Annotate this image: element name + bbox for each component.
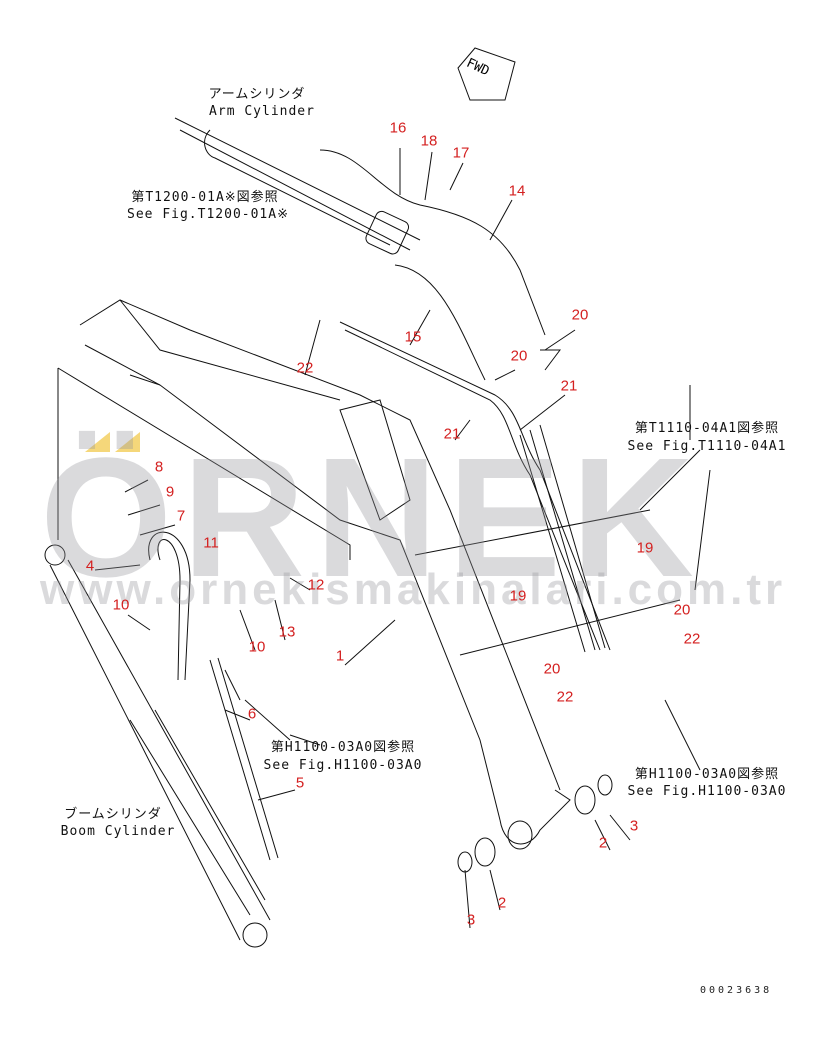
part-callout-13: 13	[278, 623, 296, 641]
part-callout-19: 19	[636, 539, 654, 557]
part-callout-9: 9	[165, 483, 175, 501]
part-callout-18: 18	[420, 132, 438, 150]
arm-cylinder	[174, 117, 421, 255]
ref-t1200-jp: 第T1200-01A※図参照	[131, 190, 279, 205]
part-callout-20: 20	[510, 347, 528, 365]
part-callout-21: 21	[560, 377, 578, 395]
part-callout-17: 17	[452, 144, 470, 162]
part-callout-11: 11	[203, 534, 219, 552]
arm-cylinder-label-jp: アームシリンダ	[208, 87, 306, 102]
part-callout-10: 10	[248, 638, 266, 656]
part-callout-20: 20	[673, 601, 691, 619]
part-callout-4: 4	[85, 557, 95, 575]
ref-h1100-left-jp: 第H1100-03A0図参照	[270, 740, 416, 755]
drawing-code: 00023638	[700, 985, 773, 996]
part-callout-5: 5	[295, 774, 305, 792]
part-callout-3: 3	[466, 911, 476, 929]
part-callout-22: 22	[683, 630, 701, 648]
part-callout-20: 20	[543, 660, 561, 678]
ref-h1100-left-en: See Fig.H1100-03A0	[263, 758, 423, 773]
part-callout-6: 6	[247, 705, 257, 723]
part-callout-2: 2	[497, 894, 507, 912]
part-callout-10: 10	[112, 596, 130, 614]
ref-t1200-en: See Fig.T1200-01A※	[127, 207, 289, 222]
fwd-arrow	[457, 47, 516, 101]
part-callout-20: 20	[571, 306, 589, 324]
watermark-brand: ÖRNEK	[40, 423, 704, 613]
part-callout-15: 15	[404, 328, 422, 346]
ref-h1100-right-jp: 第H1100-03A0図参照	[634, 767, 780, 782]
ref-t1110-jp: 第T1110-04A1図参照	[634, 421, 780, 436]
watermark-accent	[115, 432, 140, 452]
part-callout-16: 16	[389, 119, 407, 137]
part-callout-12: 12	[307, 576, 325, 594]
part-callout-21: 21	[443, 425, 461, 443]
part-callout-1: 1	[335, 647, 345, 665]
ref-t1110-en: See Fig.T1110-04A1	[627, 439, 787, 454]
part-callout-8: 8	[154, 458, 164, 476]
part-callout-3: 3	[629, 817, 639, 835]
part-callout-7: 7	[176, 507, 186, 525]
boom-cylinder-label-jp: ブームシリンダ	[64, 807, 162, 822]
part-callout-22: 22	[296, 359, 314, 377]
watermark-site: www.ornekismakinalari.com.tr	[40, 565, 787, 614]
boom-cylinder	[44, 544, 271, 948]
part-callout-19: 19	[509, 587, 527, 605]
part-callout-2: 2	[598, 834, 608, 852]
part-callout-22: 22	[556, 688, 574, 706]
watermark-accent	[85, 432, 110, 452]
arm-cylinder-label-en: Arm Cylinder	[209, 104, 315, 119]
part-callout-14: 14	[508, 182, 526, 200]
arm-hoses	[319, 149, 611, 653]
ref-h1100-right-en: See Fig.H1100-03A0	[627, 784, 787, 799]
boom	[79, 299, 571, 850]
boom-cylinder-label-en: Boom Cylinder	[60, 824, 176, 839]
